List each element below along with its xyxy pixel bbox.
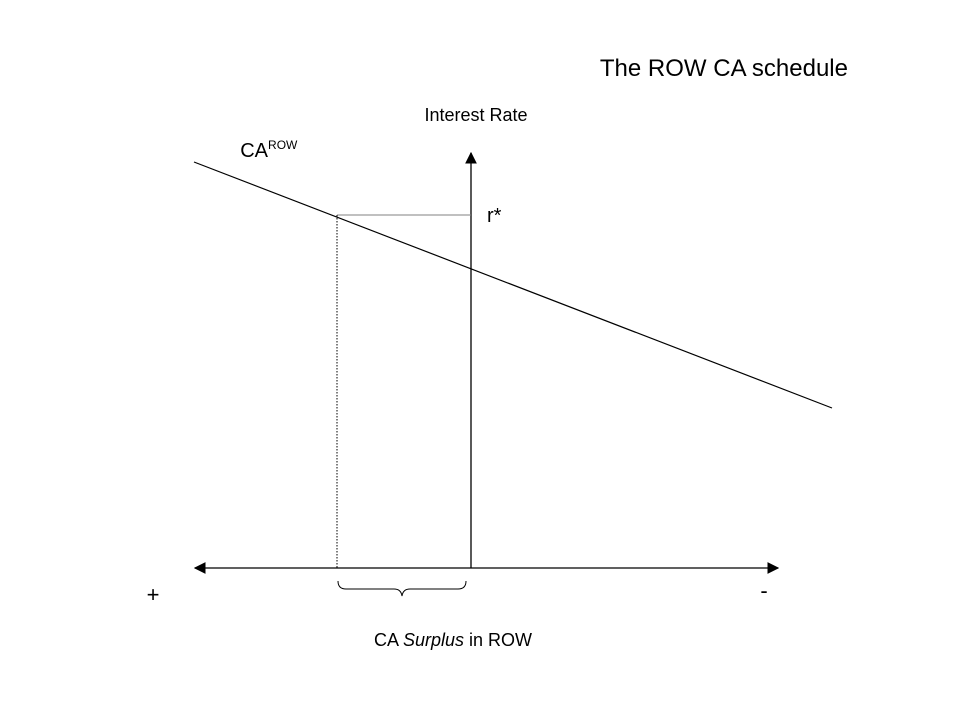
r-star-label: r* xyxy=(487,205,502,227)
surplus-label-prefix: CA xyxy=(374,630,403,650)
surplus-brace xyxy=(337,580,467,597)
curve-label-superscript: ROW xyxy=(268,138,298,152)
y-axis-label: Interest Rate xyxy=(424,105,527,125)
surplus-label: CA Surplus in ROW xyxy=(349,630,547,650)
plus-sign: + xyxy=(147,582,160,607)
surplus-label-suffix: in ROW xyxy=(464,630,532,650)
ca-row-line xyxy=(193,161,833,409)
curve-label-main: CA xyxy=(240,140,268,162)
minus-sign: - xyxy=(760,578,767,603)
curve-label: CAROW xyxy=(218,136,311,162)
diagram-title: The ROW CA schedule xyxy=(600,55,848,82)
surplus-label-emphasis: Surplus xyxy=(403,630,464,650)
